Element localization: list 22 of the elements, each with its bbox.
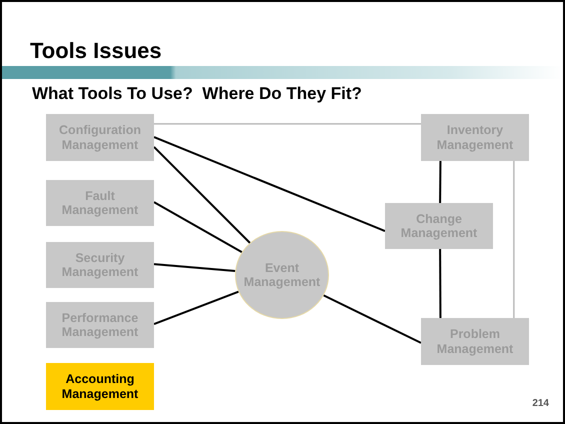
process-box <box>46 242 154 288</box>
connector-line <box>154 263 236 272</box>
process-box <box>46 363 154 410</box>
process-box <box>46 180 154 226</box>
node-label: Accounting Management <box>60 372 140 401</box>
slide-title: Tools Issues <box>30 38 162 64</box>
connector-line <box>513 161 515 318</box>
connector-line <box>153 146 251 244</box>
process-box <box>421 318 529 365</box>
connector-line <box>154 136 386 232</box>
connector-line <box>323 294 422 344</box>
connector-line <box>154 290 239 326</box>
page-number: 214 <box>532 398 549 409</box>
process-box <box>46 302 154 348</box>
subtitle: What Tools To Use? Where Do They Fit? <box>32 84 362 104</box>
connector-line <box>439 249 442 318</box>
connector-line <box>154 123 421 125</box>
connector-line <box>439 161 442 203</box>
connector-line <box>154 201 242 253</box>
process-box <box>46 114 154 161</box>
process-box <box>421 114 529 161</box>
process-box <box>385 203 493 249</box>
